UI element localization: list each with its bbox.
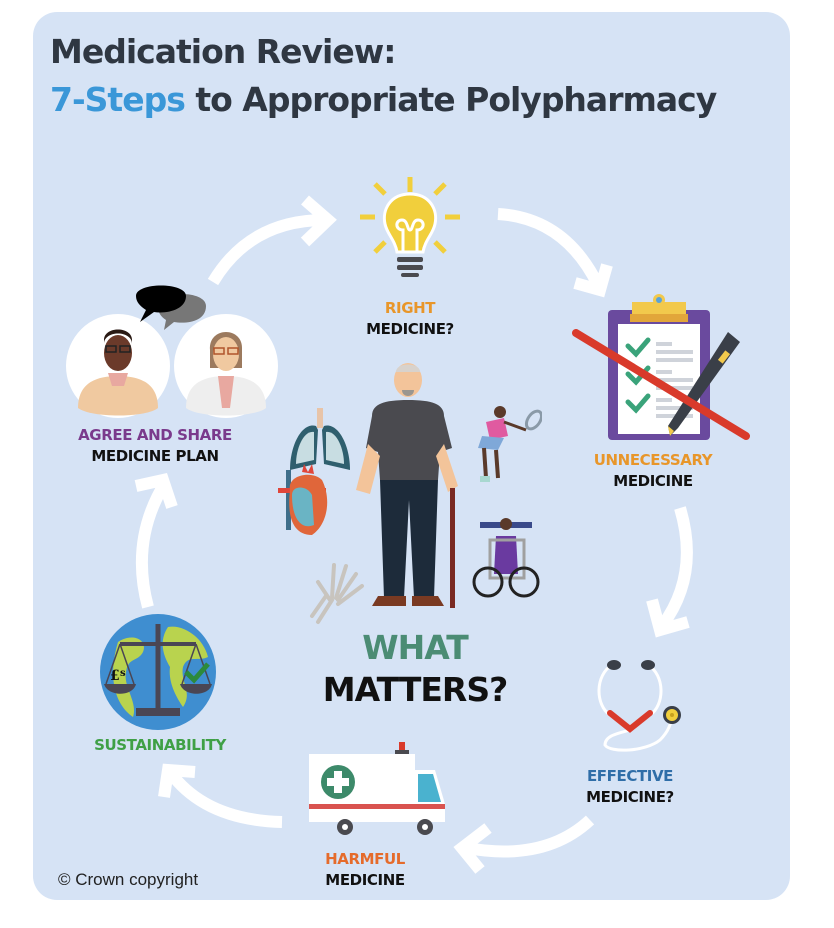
elderly-man-with-cane-icon — [356, 363, 458, 608]
step-label-top: SUSTAINABILITY — [94, 736, 226, 754]
crossed-clipboard-icon — [572, 294, 750, 440]
lightbulb-icon — [360, 177, 460, 277]
title-line-2: 7-Steps to Appropriate Polypharmacy — [50, 80, 717, 119]
step-harmful-medicine: HARMFUL MEDICINE — [305, 849, 425, 891]
svg-text:s: s — [120, 668, 126, 679]
step-label-top: RIGHT — [384, 299, 436, 317]
globe-scales-icon: £ s — [100, 614, 216, 730]
tennis-player-icon — [478, 406, 542, 482]
center-label-matters: MATTERS? — [322, 670, 508, 709]
step-right-medicine: RIGHT MEDICINE? — [340, 298, 480, 340]
ambulance-icon — [309, 742, 445, 835]
arrow-icon — [207, 214, 326, 286]
patient-clinician-conversation-icon — [66, 285, 278, 418]
heart-icon — [278, 464, 328, 535]
step-label-top: HARMFUL — [325, 850, 405, 868]
step-label-bottom: MEDICINE PLAN — [91, 447, 219, 465]
copyright-notice: © Crown copyright — [58, 870, 199, 889]
wheelchair-weights-icon — [472, 518, 540, 598]
step-sustainability: SUSTAINABILITY — [70, 735, 250, 756]
center-label-what: WHAT — [362, 628, 469, 667]
title-line-1: Medication Review: — [50, 32, 396, 71]
step-unnecessary-medicine: UNNECESSARY MEDICINE — [573, 450, 733, 492]
step-label-top: UNNECESSARY — [593, 451, 713, 469]
step-label-bottom: MEDICINE — [325, 871, 405, 889]
step-label-bottom: MEDICINE? — [366, 320, 454, 338]
svg-text:£: £ — [110, 668, 120, 684]
lungs-icon — [290, 408, 350, 470]
hand-skeleton-icon — [310, 563, 364, 624]
stethoscope-icon — [597, 660, 681, 752]
title-rest: to Appropriate Polypharmacy — [184, 80, 717, 119]
step-agree-share-plan: AGREE AND SHARE MEDICINE PLAN — [55, 425, 255, 467]
step-effective-medicine: EFFECTIVE MEDICINE? — [560, 766, 700, 808]
step-label-bottom: MEDICINE? — [586, 788, 674, 806]
step-label-top: AGREE AND SHARE — [78, 426, 232, 444]
what-matters-illustration — [278, 363, 542, 624]
step-label-top: EFFECTIVE — [586, 767, 674, 785]
title-accent: 7-Steps — [50, 80, 186, 119]
step-label-bottom: MEDICINE — [613, 472, 693, 490]
